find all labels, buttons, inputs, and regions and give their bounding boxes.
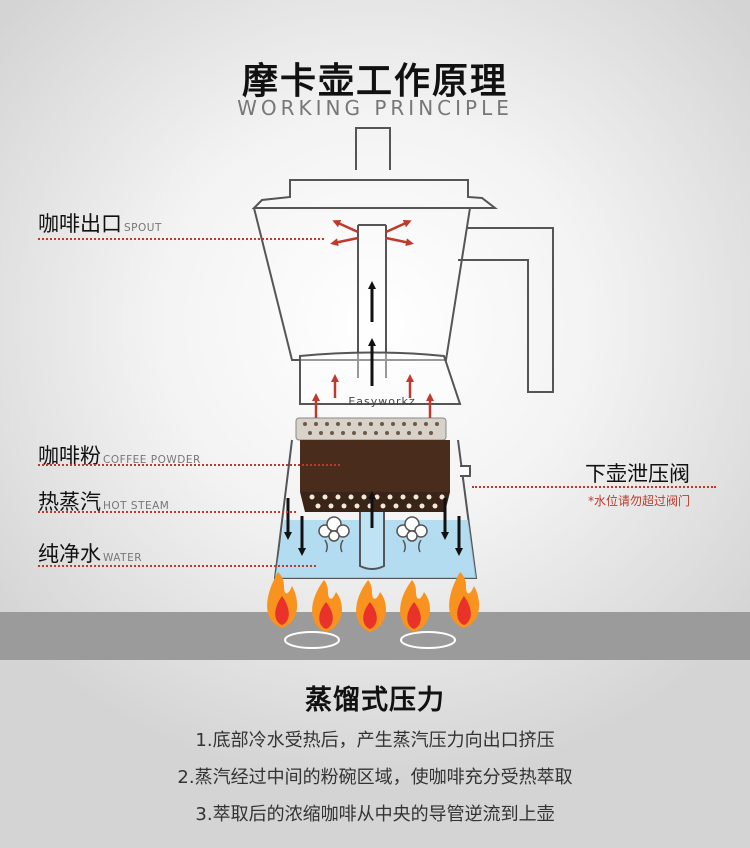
leader-line-valve [472,486,716,488]
steam-icon [318,516,350,553]
moka-pot-diagram: Easyworkz [251,127,554,649]
filter-plate-bottom [300,492,450,512]
burner-ring [284,631,456,649]
section-title: 蒸馏式压力 [305,685,445,716]
leader-line-spout [38,238,324,240]
coffee-powder-bed [300,440,450,492]
flame-icon [400,580,430,632]
label-valve: 下壶泄压阀 [585,462,690,486]
filter-basket-outline [299,351,462,405]
valve-warning-note: *水位请勿超过阀门 [588,494,691,508]
step-3: 3.萃取后的浓缩咖啡从中央的导管逆流到上壶 [195,804,555,825]
steam-icon [396,516,428,553]
leader-line-coffee-powder [38,464,340,466]
leader-line-water [38,565,316,567]
funnel-stem [359,512,385,570]
pressure-valve [460,465,471,477]
handle-outline [458,227,554,393]
lid [251,127,498,209]
page-title: 摩卡壶工作原理 [241,61,508,102]
leader-line-hot-steam [38,511,296,513]
flame-icon [312,580,342,632]
brand-logo: Easyworkz [348,395,415,408]
step-2: 2.蒸汽经过中间的粉碗区域，使咖啡充分受热萃取 [177,767,573,788]
flame-icon [267,572,298,628]
upper-chamber-outline [253,207,471,361]
flame-icon [356,580,386,632]
page-subtitle: WORKING PRINCIPLE [237,96,513,120]
flow-arrows-red [312,220,434,418]
flow-arrows-black [284,281,463,556]
flame-icon [449,572,480,628]
step-1: 1.底部冷水受热后，产生蒸汽压力向出口挤压 [195,730,555,751]
filter-plate-top [295,417,447,441]
